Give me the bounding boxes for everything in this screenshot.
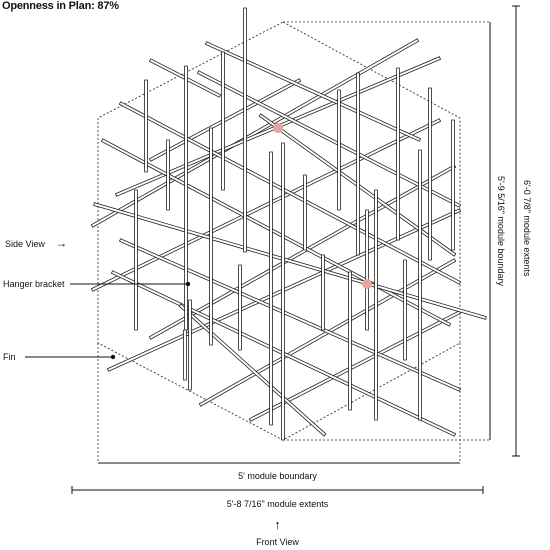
fin-bar — [100, 138, 452, 327]
fin-label: Fin — [3, 352, 16, 362]
fin-bar — [356, 72, 360, 256]
arrow-right-icon: → — [55, 236, 68, 250]
fin-bar — [428, 87, 432, 261]
fin-bar — [166, 139, 170, 211]
front-view-label: Front View — [256, 537, 299, 547]
fin-bar — [134, 189, 138, 331]
side-view-text: Side View — [5, 239, 45, 249]
fin-bar — [396, 67, 400, 241]
fin-bar — [144, 79, 148, 173]
fin-bar — [204, 41, 422, 142]
fin-bar — [188, 299, 192, 391]
hanger-bracket-dot — [362, 279, 372, 289]
diagram-title: Openness in Plan: 87% — [2, 0, 119, 12]
module-boundary-v-label: 5'-9 5/16" module boundary — [496, 176, 506, 286]
fin-bar — [184, 65, 188, 331]
fin-bar — [248, 310, 462, 422]
fin-bar — [418, 149, 422, 421]
fin-bar — [196, 70, 462, 208]
fin-bar — [93, 202, 487, 320]
fin-bar — [321, 254, 325, 331]
fin-bar — [183, 329, 187, 381]
arrow-up-icon: ↑ — [274, 517, 281, 532]
side-view-label: Side View → — [5, 236, 67, 250]
fin-bar — [337, 89, 341, 211]
fin-bar — [281, 142, 285, 441]
fin-bar — [243, 7, 247, 253]
fin-bar — [209, 127, 213, 346]
fin-bar — [90, 118, 442, 292]
fin-bar — [374, 189, 378, 421]
fin-bar — [238, 264, 242, 351]
fin-bar — [221, 51, 225, 191]
fin-bar — [403, 259, 407, 361]
fin-bars — [90, 7, 487, 441]
hexagon-boundary — [97, 21, 461, 441]
hanger-bracket-label: Hanger bracket — [3, 279, 65, 289]
fin-bar — [365, 209, 369, 331]
hanger-bracket-dot — [273, 123, 283, 133]
fin-bar — [178, 303, 327, 437]
module-extents-v-label: 6'-0 7/8" module extents — [522, 180, 532, 277]
fin-bar — [90, 38, 420, 228]
module-boundary-h-label: 5' module boundary — [238, 471, 317, 481]
fin-bar — [269, 151, 273, 426]
fin-bar — [303, 174, 307, 251]
module-extents-h-label: 5'-8 7/16" module extents — [226, 499, 329, 509]
fin-bar — [348, 271, 352, 411]
fin-bar — [451, 119, 455, 251]
